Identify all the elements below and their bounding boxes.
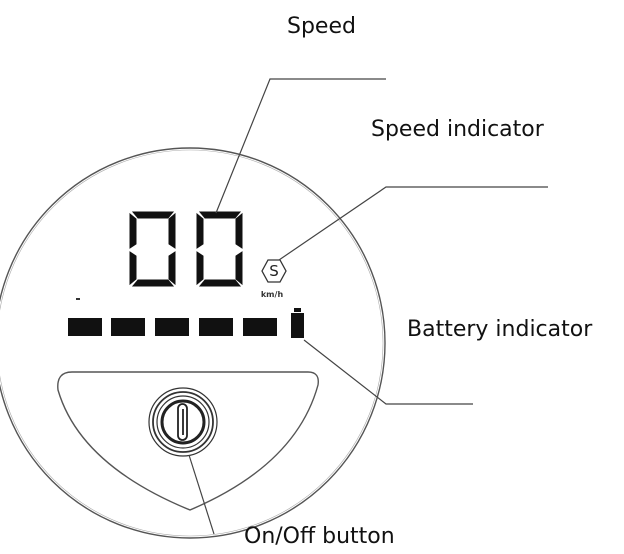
- battery-bar: [68, 318, 277, 336]
- battery-segment: [243, 318, 277, 336]
- battery-segment: [68, 318, 102, 336]
- speed-digit-2: [196, 211, 243, 287]
- battery-segment: [111, 318, 145, 336]
- display-outline: [0, 147, 386, 539]
- power-button-icon[interactable]: [148, 387, 218, 457]
- speed-label: Speed: [287, 14, 356, 39]
- display-outline-inner: [0, 149, 384, 537]
- speed-unit: km/h: [261, 290, 284, 299]
- battery-icon: [291, 308, 304, 338]
- button-panel: [57, 371, 319, 511]
- speed-indicator-label: Speed indicator: [371, 117, 544, 142]
- onoff-leader-line: [188, 454, 215, 535]
- dash-mark: [76, 298, 80, 300]
- onoff-button-label: On/Off button: [244, 524, 395, 549]
- battery-indicator-label: Battery indicator: [407, 317, 593, 342]
- speed-digit-1: [129, 211, 176, 287]
- speed-mode-badge: [261, 259, 287, 283]
- speed-leader-line: [215, 78, 386, 214]
- speed-mode-letter: S: [269, 262, 279, 280]
- battery-segment: [155, 318, 189, 336]
- speed-indicator-leader-line: [278, 186, 548, 261]
- battery-leader-line: [303, 339, 473, 405]
- battery-segment: [199, 318, 233, 336]
